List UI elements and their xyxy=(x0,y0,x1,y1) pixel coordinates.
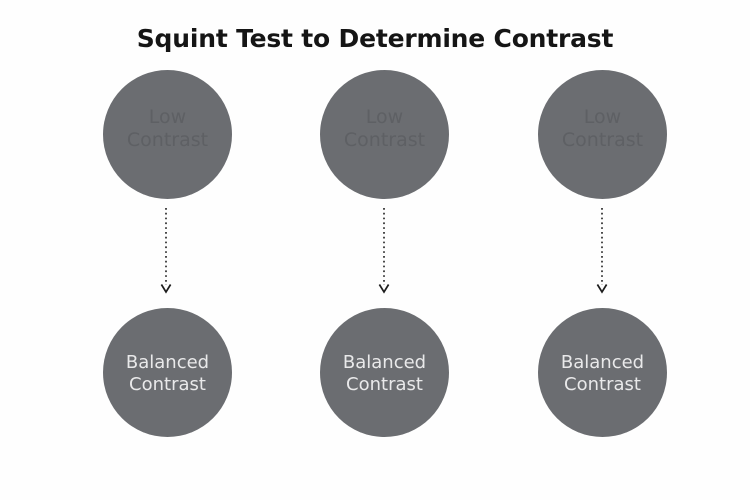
low-contrast-circle-2: Low Contrast xyxy=(320,70,449,199)
low-contrast-circle-3-label: Low Contrast xyxy=(561,106,644,151)
low-contrast-circle-1-label: Low Contrast xyxy=(126,106,209,151)
balanced-contrast-circle-1: Balanced Contrast xyxy=(103,308,232,437)
low-contrast-circle-1: Low Contrast xyxy=(103,70,232,199)
balanced-contrast-circle-2: Balanced Contrast xyxy=(320,308,449,437)
balanced-contrast-circle-3: Balanced Contrast xyxy=(538,308,667,437)
low-contrast-circle-3: Low Contrast xyxy=(538,70,667,199)
low-contrast-circle-2-label: Low Contrast xyxy=(343,106,426,151)
page-title: Squint Test to Determine Contrast xyxy=(136,24,614,53)
dotted-arrow-down-icon-1 xyxy=(159,208,173,296)
dotted-arrow-down-icon-2 xyxy=(377,208,391,296)
dotted-arrow-down-icon-3 xyxy=(595,208,609,296)
balanced-contrast-circle-1-label: Balanced Contrast xyxy=(125,352,210,395)
balanced-contrast-circle-2-label: Balanced Contrast xyxy=(342,352,427,395)
balanced-contrast-circle-3-label: Balanced Contrast xyxy=(560,352,645,395)
